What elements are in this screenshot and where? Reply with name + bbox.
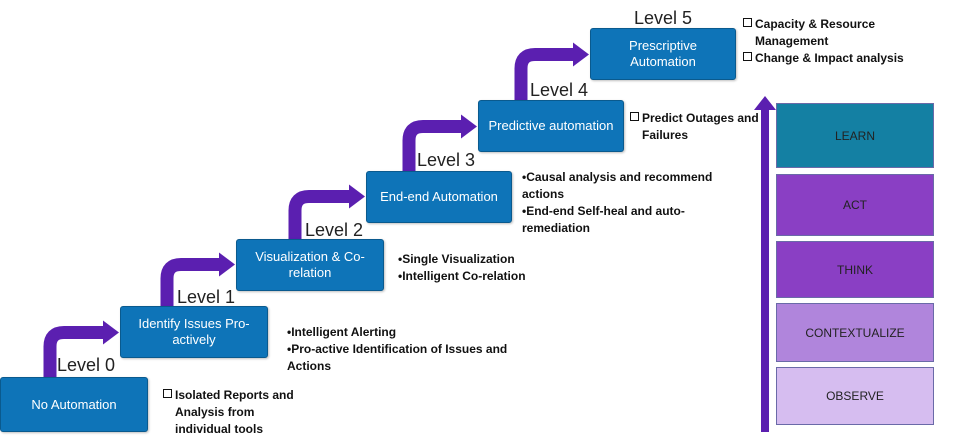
stack-box-contextualize: CONTEXTUALIZE bbox=[776, 303, 934, 362]
step-box-level-5: Prescriptive Automation bbox=[590, 28, 736, 80]
bullet-icon: • bbox=[287, 342, 292, 356]
step-box-label: End-end Automation bbox=[380, 189, 498, 204]
level-label-3: Level 3 bbox=[417, 150, 476, 170]
notes-level-0: Isolated Reports and Analysis from indiv… bbox=[163, 387, 303, 438]
notes-level-3: •Causal analysis and recommend actions•E… bbox=[522, 169, 732, 237]
stack-label: ACT bbox=[843, 198, 867, 212]
step-box-label: No Automation bbox=[31, 396, 117, 412]
step-arrow-1 bbox=[160, 258, 221, 308]
stack-box-learn: LEARN bbox=[776, 103, 934, 168]
bullet-icon: • bbox=[287, 325, 292, 339]
step-arrow-head-4 bbox=[573, 42, 589, 67]
stack-box-observe: OBSERVE bbox=[776, 367, 934, 425]
checkbox-bullet-icon bbox=[630, 112, 639, 121]
step-arrow-head-3 bbox=[461, 114, 477, 139]
level-label-2: Level 2 bbox=[305, 220, 364, 240]
note-item: Isolated Reports and Analysis from indiv… bbox=[163, 387, 303, 438]
checkbox-bullet-icon bbox=[163, 389, 172, 398]
note-item: Capacity & Resource Management bbox=[743, 16, 948, 50]
note-text: Capacity & Resource Management bbox=[755, 17, 876, 48]
step-arrow-head-2 bbox=[349, 184, 365, 209]
stack-label: THINK bbox=[837, 262, 873, 277]
note-item: •Intelligent Alerting bbox=[287, 324, 537, 341]
checkbox-bullet-icon bbox=[743, 18, 752, 27]
note-text: End-end Self-heal and auto-remediation bbox=[522, 204, 685, 235]
level-label-1: Level 1 bbox=[177, 287, 236, 307]
step-arrow-head-1 bbox=[219, 252, 235, 277]
step-box-label: Visualization & Co-relation bbox=[255, 249, 365, 280]
note-text: Pro-active Identification of Issues and … bbox=[287, 342, 508, 373]
bullet-icon: • bbox=[398, 252, 403, 266]
note-text: Causal analysis and recommend actions bbox=[522, 170, 713, 201]
note-text: Intelligent Co-relation bbox=[402, 269, 526, 283]
stack-box-act: ACT bbox=[776, 174, 934, 236]
level-label-4: Level 4 bbox=[530, 80, 589, 100]
checkbox-bullet-icon bbox=[743, 52, 752, 61]
notes-level-1: •Intelligent Alerting•Pro-active Identif… bbox=[287, 324, 537, 375]
note-item: Change & Impact analysis bbox=[743, 50, 948, 67]
step-box-level-3: End-end Automation bbox=[366, 171, 512, 223]
note-text: Intelligent Alerting bbox=[291, 325, 397, 339]
note-item: •Causal analysis and recommend actions bbox=[522, 169, 732, 203]
step-box-level-0: No Automation bbox=[0, 377, 148, 432]
step-arrow-0 bbox=[43, 326, 105, 380]
up-arrow-icon bbox=[754, 96, 776, 432]
note-item: •Single Visualization bbox=[398, 251, 558, 268]
note-text: Isolated Reports and Analysis from indiv… bbox=[175, 388, 294, 436]
bullet-icon: • bbox=[522, 204, 527, 218]
note-text: Change & Impact analysis bbox=[755, 51, 904, 65]
level-label-5: Level 5 bbox=[634, 8, 693, 28]
bullet-icon: • bbox=[398, 269, 403, 283]
note-item: Predict Outages and Failures bbox=[630, 110, 765, 144]
step-arrow-head-0 bbox=[103, 320, 119, 345]
step-arrow-2 bbox=[288, 190, 351, 241]
level-label-0: Level 0 bbox=[57, 355, 116, 375]
stack-label: LEARN bbox=[834, 128, 875, 143]
step-box-level-4: Predictive automation bbox=[478, 100, 624, 152]
step-box-label: Prescriptive Automation bbox=[629, 38, 697, 69]
step-box-label: Predictive automation bbox=[488, 118, 614, 133]
step-box-level-1: Identify Issues Pro-actively bbox=[120, 306, 268, 358]
note-item: •Pro-active Identification of Issues and… bbox=[287, 341, 537, 375]
notes-level-2: •Single Visualization•Intelligent Co-rel… bbox=[398, 251, 558, 285]
step-arrow-3 bbox=[402, 120, 463, 173]
notes-level-4: Predict Outages and Failures bbox=[630, 110, 765, 144]
stack-box-think: THINK bbox=[776, 241, 934, 298]
step-box-level-2: Visualization & Co-relation bbox=[236, 239, 384, 291]
stack-label: CONTEXTUALIZE bbox=[805, 325, 905, 340]
bullet-icon: • bbox=[522, 170, 527, 184]
stack-label: OBSERVE bbox=[826, 389, 884, 403]
note-item: •End-end Self-heal and auto-remediation bbox=[522, 203, 732, 237]
note-text: Single Visualization bbox=[402, 252, 515, 266]
step-box-label: Identify Issues Pro-actively bbox=[138, 316, 250, 347]
step-arrow-4 bbox=[514, 48, 575, 102]
note-text: Predict Outages and Failures bbox=[642, 111, 759, 142]
note-item: •Intelligent Co-relation bbox=[398, 268, 558, 285]
